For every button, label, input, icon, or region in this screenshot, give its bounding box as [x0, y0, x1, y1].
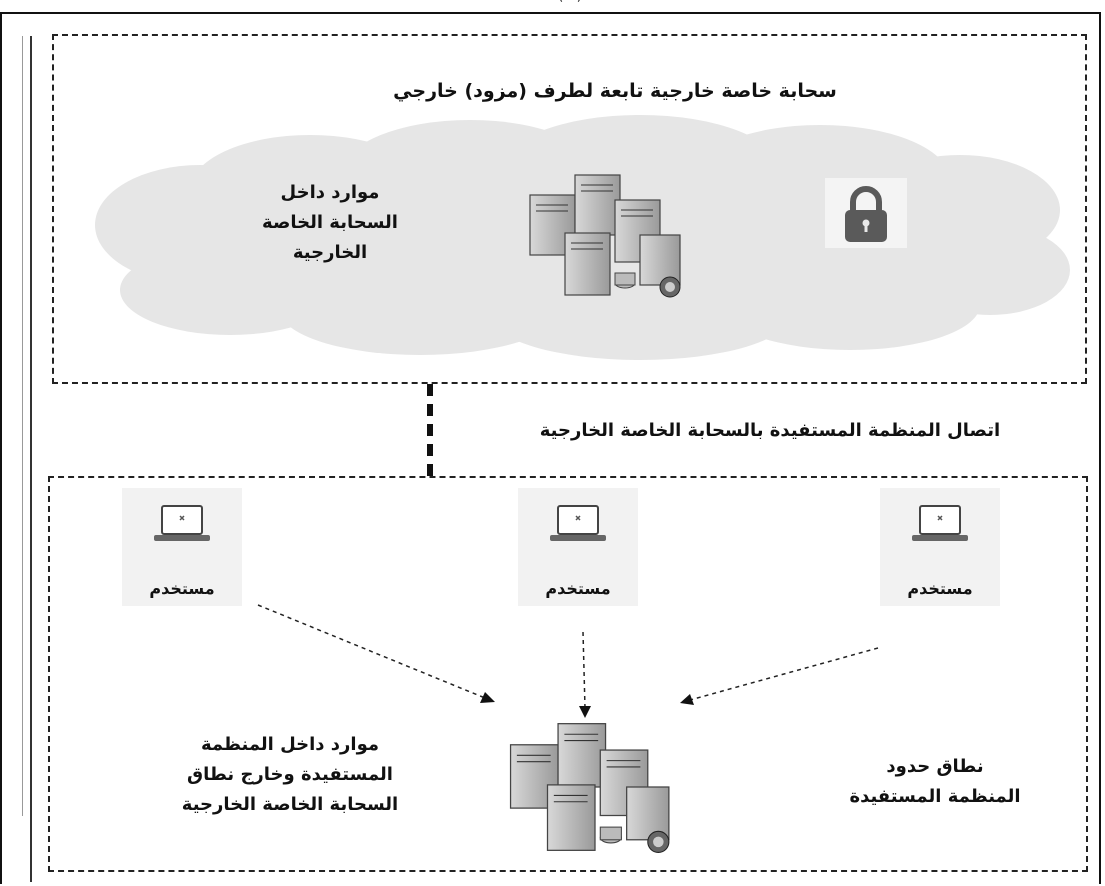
arrow-heads [480, 692, 694, 718]
margin-line [30, 36, 32, 882]
lock-icon [845, 186, 887, 242]
cloud-resources-label: موارد داخل السحابة الخاصة الخارجية [262, 182, 398, 263]
user-card: مستخدم [122, 488, 242, 606]
user-label: مستخدم [149, 579, 215, 598]
cloud-title: سحابة خاصة خارجية تابعة لطرف (مزود) خارج… [393, 80, 837, 102]
margin-line-thin [22, 36, 23, 816]
server-cluster-icon [500, 712, 690, 862]
user-card: مستخدم [880, 488, 1000, 606]
laptop-icon [154, 505, 210, 541]
laptop-icon [912, 505, 968, 541]
user-card: مستخدم [518, 488, 638, 606]
user-label: مستخدم [545, 579, 611, 598]
external-cloud-boundary [52, 34, 1087, 384]
laptop-icon [550, 505, 606, 541]
organization-resources-label: موارد داخل المنظمة المستفيدة وخارج نطاق … [181, 734, 399, 815]
organization-scope-label: نطاق حدود المنظمة المستفيدة [849, 756, 1021, 807]
organization-boundary [48, 476, 1088, 872]
page-frame [0, 12, 1101, 884]
top-strip [0, 0, 1105, 13]
user-label: مستخدم [907, 579, 973, 598]
user-arrows [257, 604, 879, 709]
server-cluster-icon [520, 165, 700, 305]
lock-card [825, 178, 907, 248]
cut-page-title: (...) [420, 0, 720, 8]
connection-label: اتصال المنظمة المستفيدة بالسحابة الخاصة … [539, 420, 1001, 441]
